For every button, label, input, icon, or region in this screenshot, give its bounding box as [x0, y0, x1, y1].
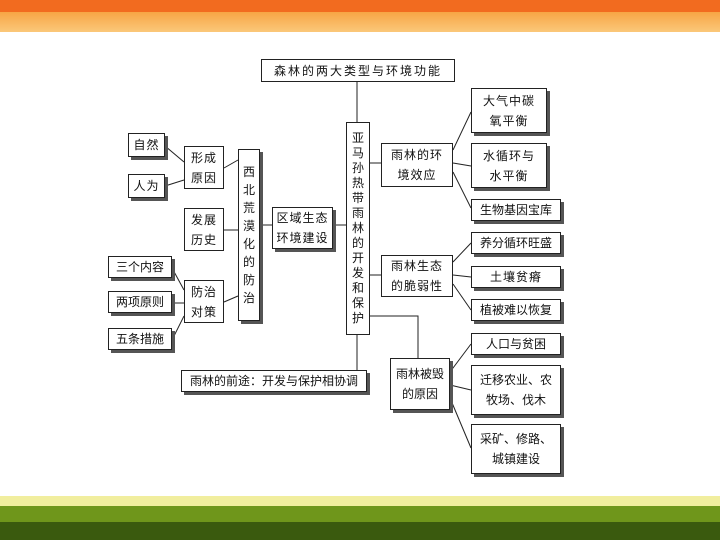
rainforest-future-box: 雨林的前途：开发与保护相协调: [181, 370, 367, 392]
destruction-cause-box: 雨林被毁 的原因: [390, 358, 450, 410]
line-env-co2: [452, 111, 472, 151]
line-leftmain-policy: [223, 295, 239, 303]
line-destroy-farm: [449, 384, 472, 391]
two-principles-box: 两项原则: [108, 291, 172, 313]
human-cause-box: 人为: [128, 174, 165, 198]
water-cycle-box: 水循环与 水平衡: [471, 143, 547, 188]
nutrient-cycle-box: 养分循环旺盛: [471, 232, 561, 254]
line-fragile-veg: [452, 283, 472, 311]
line-cause-human: [164, 179, 185, 187]
line-fragile-soil: [452, 274, 472, 278]
line-policy-measure: [171, 315, 185, 341]
northwest-desertification-box: 西 北 荒 漠 化 的 防 治: [238, 149, 260, 321]
title-box: 森林的两大类型与环境功能: [261, 59, 455, 82]
carbon-oxygen-box: 大气中碳 氧平衡: [471, 88, 547, 133]
line-env-water: [452, 162, 472, 167]
natural-cause-box: 自然: [128, 133, 165, 157]
policy-box: 防治 对策: [184, 280, 224, 323]
history-box: 发展 历史: [184, 208, 224, 251]
top-band-light: [0, 12, 720, 32]
line-env-gene: [452, 171, 472, 209]
line-fragile-nutrient: [452, 242, 472, 263]
three-contents-box: 三个内容: [108, 256, 172, 278]
population-poverty-box: 人口与贫困: [471, 333, 561, 355]
center-topic-box: 亚 马 孙 热 带 雨 林 的 开 发 和 保 护: [346, 122, 370, 335]
bottom-band-pale: [0, 496, 720, 506]
line-center-destroy: [370, 315, 419, 358]
gene-bank-box: 生物基因宝库: [471, 199, 561, 221]
env-effect-box: 雨林的环 境效应: [381, 143, 453, 187]
fragility-box: 雨林生态 的脆弱性: [381, 255, 453, 297]
bottom-band-dark: [0, 522, 720, 540]
farming-logging-box: 迁移农业、农 牧场、伐木: [471, 365, 561, 415]
line-leftmain-cause: [223, 159, 239, 169]
line-destroy-pop: [449, 343, 472, 373]
line-destroy-mine: [449, 397, 472, 449]
five-measures-box: 五条措施: [108, 328, 172, 350]
line-policy-content: [171, 267, 185, 291]
top-band-dark: [0, 0, 720, 12]
mining-roads-box: 采矿、修路、 城镇建设: [471, 424, 561, 474]
cause-box: 形成 原因: [184, 146, 224, 189]
vegetation-recovery-box: 植被难以恢复: [471, 299, 561, 321]
line-cause-nature: [164, 145, 185, 163]
bottom-band-mid: [0, 506, 720, 522]
poor-soil-box: 土壤贫瘠: [471, 266, 561, 288]
regional-ecology-box: 区域生态 环境建设: [272, 207, 333, 249]
